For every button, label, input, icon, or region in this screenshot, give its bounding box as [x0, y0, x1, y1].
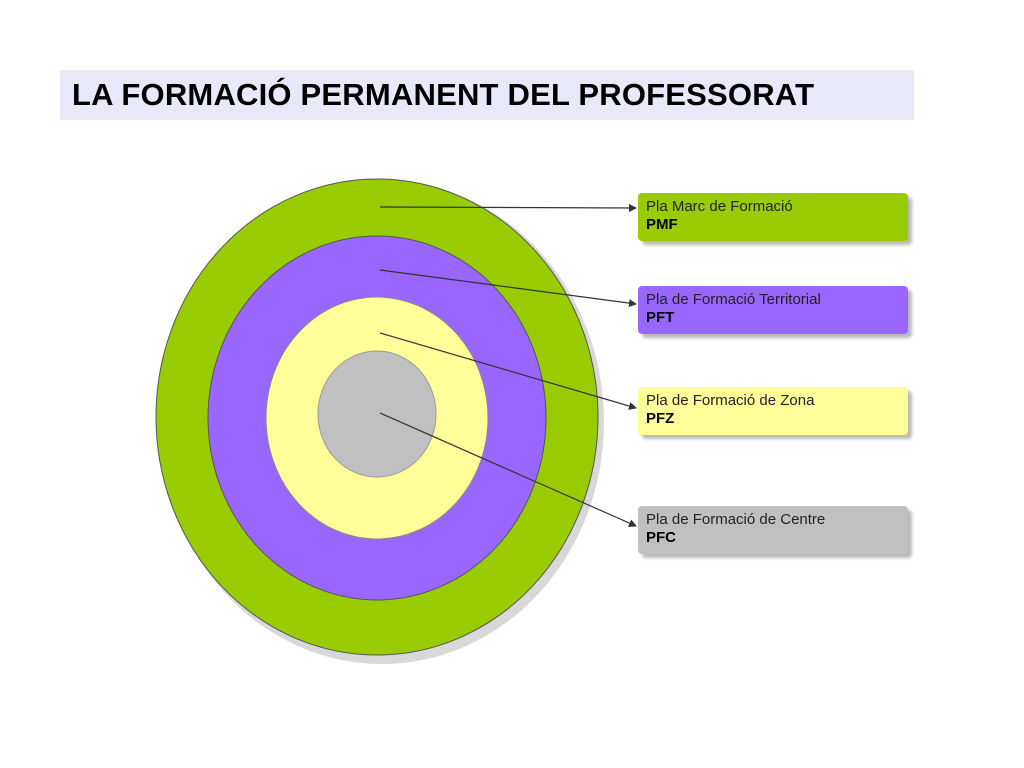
label-code-pmf: PMF	[646, 216, 678, 233]
label-box-pfc: Pla de Formació de Centre PFC	[638, 506, 908, 554]
label-code-pfz: PFZ	[646, 410, 675, 427]
label-code-pfc: PFC	[646, 529, 676, 546]
arrow-pfz	[379, 332, 637, 410]
arrow-pfc	[379, 412, 637, 527]
label-code-pft: PFT	[646, 309, 675, 326]
label-name-pfz: Pla de Formació de Zona	[646, 392, 815, 409]
label-box-pft: Pla de Formació Territorial PFT	[638, 286, 908, 334]
label-name-pmf: Pla Marc de Formació	[646, 198, 793, 215]
label-name-pfc: Pla de Formació de Centre	[646, 511, 826, 528]
label-box-pmf: Pla Marc de Formació PMF	[638, 193, 908, 241]
arrow-pmf	[379, 203, 637, 212]
label-name-pft: Pla de Formació Territorial	[646, 291, 821, 308]
arrow-pft	[379, 269, 637, 308]
ring-pfc	[317, 350, 437, 478]
title-banner: LA FORMACIÓ PERMANENT DEL PROFESSORAT	[60, 70, 914, 120]
label-box-pfz: Pla de Formació de Zona PFZ	[638, 387, 908, 435]
page-title: LA FORMACIÓ PERMANENT DEL PROFESSORAT	[72, 77, 815, 112]
